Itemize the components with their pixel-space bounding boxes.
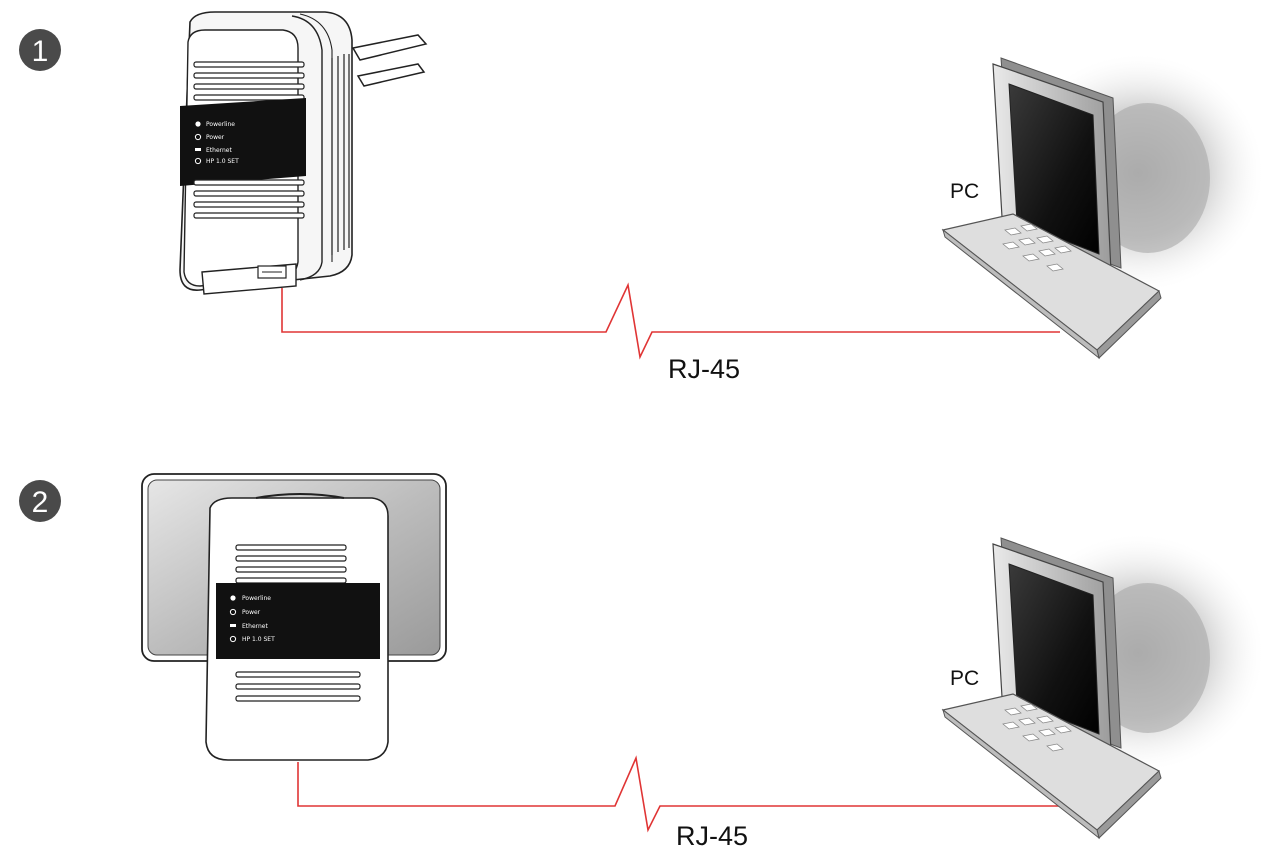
led-powerline-icon — [195, 121, 201, 127]
step-2-cable-label: RJ-45 — [676, 821, 748, 851]
led-label-power: Power — [242, 609, 261, 616]
powerline-adapter-icon — [205, 493, 389, 761]
led-power-icon — [194, 133, 202, 141]
powerline-adapter-icon — [179, 11, 428, 295]
step-2-badge: 2 — [19, 480, 61, 522]
step-2-led-legend: Powerline Power Ethernet HP 1.0 SET — [229, 595, 275, 643]
step-1-pc-label: PC — [950, 180, 979, 203]
step-1-pc: PC — [942, 54, 1264, 359]
led-label-ethernet: Ethernet — [206, 147, 232, 154]
led-label-ethernet: Ethernet — [242, 623, 268, 630]
led-security-icon — [229, 635, 237, 643]
step-1-rj45-cable — [281, 282, 1060, 360]
step-2-number: 2 — [32, 486, 49, 519]
step-1-led-legend: Powerline Power Ethernet HP 1.0 SET — [194, 121, 239, 165]
step-1-cable-label: RJ-45 — [668, 354, 740, 384]
led-powerline-icon — [230, 595, 236, 601]
led-ethernet-icon — [195, 148, 201, 151]
step-2-pc-label: PC — [950, 667, 979, 690]
led-label-powerline: Powerline — [242, 595, 271, 602]
step-1-badge: 1 — [19, 29, 61, 71]
led-ethernet-icon — [230, 624, 236, 627]
pc-monitor-icon — [942, 54, 1264, 359]
step-2-pc: PC — [942, 534, 1264, 839]
led-label-powerline: Powerline — [206, 121, 235, 128]
led-label-power: Power — [206, 134, 225, 141]
step-2: 2 Powerline Power Ethernet — [19, 473, 1264, 851]
led-label-security: HP 1.0 SET — [242, 636, 275, 643]
led-label-security: HP 1.0 SET — [206, 158, 239, 165]
step-1: 1 — [19, 11, 1264, 384]
step-2-rj45-cable — [297, 755, 1060, 833]
step-1-number: 1 — [32, 35, 49, 68]
led-power-icon — [229, 608, 237, 616]
led-security-icon — [194, 157, 202, 165]
pc-monitor-icon — [942, 534, 1264, 839]
